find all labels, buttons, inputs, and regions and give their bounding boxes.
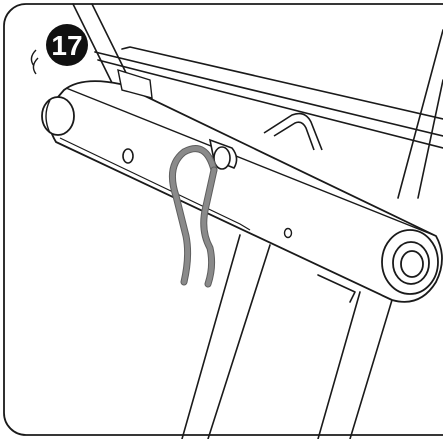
spring-coil: [30, 49, 39, 75]
small-brace: [317, 274, 356, 303]
hook-bracket: [263, 112, 323, 151]
step-number: 17: [51, 30, 82, 61]
bar-bottom-edge: [59, 137, 251, 231]
bolt-head-icon: [41, 96, 75, 136]
bar-top-edge: [65, 87, 437, 237]
bar-hole-small: [283, 227, 293, 239]
bar-hole-left: [122, 148, 134, 164]
right-upright: [397, 29, 443, 199]
r-clip-pin-icon: [168, 145, 218, 288]
step-badge: 17: [46, 24, 88, 66]
pin-boss: [208, 138, 238, 170]
lower-leg-right: [317, 291, 393, 439]
back-rail: [94, 46, 443, 149]
lower-leg-left: [181, 234, 271, 439]
wheel-hub-icon: [381, 229, 439, 295]
rail-cap: [117, 68, 153, 99]
